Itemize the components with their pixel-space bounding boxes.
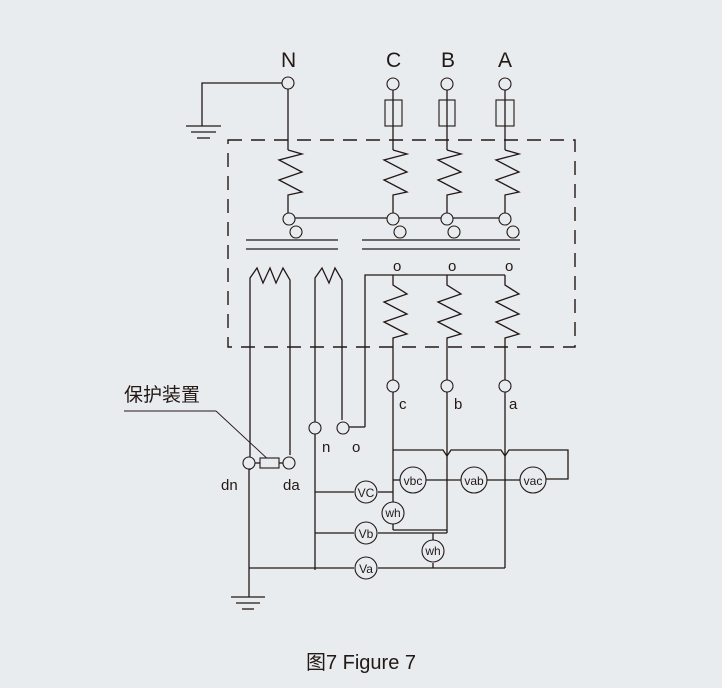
svg-text:o: o xyxy=(448,258,456,275)
terminal-N xyxy=(281,76,295,90)
label-N: N xyxy=(281,49,296,72)
secondary-coils: o o o xyxy=(364,258,521,427)
label-A: A xyxy=(498,49,512,72)
meter-vc: VC xyxy=(354,480,378,504)
meter-vbc: vbc xyxy=(399,466,427,494)
protection-resistor xyxy=(259,457,280,469)
terminal-c xyxy=(386,379,400,393)
protection-device-label: 保护装置 xyxy=(124,384,200,406)
meter-vb: Vb xyxy=(354,521,378,545)
svg-text:vbc: vbc xyxy=(404,474,423,488)
neutral-winding xyxy=(314,266,343,570)
neutral-ground xyxy=(186,82,282,139)
terminal-o xyxy=(336,421,350,435)
terminal-n xyxy=(308,421,322,435)
label-da: da xyxy=(283,477,300,494)
terminal-dn xyxy=(242,456,256,470)
label-o: o xyxy=(352,439,360,456)
meter-vac: vac xyxy=(519,466,547,494)
terminal-a xyxy=(498,379,512,393)
label-dn: dn xyxy=(221,477,238,494)
label-b: b xyxy=(454,396,462,413)
label-C: C xyxy=(386,49,401,72)
primary-coils xyxy=(277,149,522,239)
meter-wh-1: wh xyxy=(381,501,405,525)
label-B: B xyxy=(441,49,455,72)
label-n: n xyxy=(322,439,330,456)
terminal-b xyxy=(440,379,454,393)
transformer-enclosure xyxy=(227,139,576,348)
svg-text:vac: vac xyxy=(524,474,543,488)
label-c: c xyxy=(399,396,407,413)
label-a: a xyxy=(509,396,518,413)
meter-va: Va xyxy=(354,556,378,580)
svg-text:Va: Va xyxy=(359,562,373,576)
svg-text:o: o xyxy=(505,258,513,275)
meter-vab: vab xyxy=(460,466,488,494)
svg-text:Vb: Vb xyxy=(359,527,374,541)
svg-text:VC: VC xyxy=(358,486,375,500)
iron-core xyxy=(246,239,520,250)
svg-text:wh: wh xyxy=(384,506,400,520)
ground-symbol xyxy=(231,469,265,610)
svg-text:o: o xyxy=(393,258,401,275)
residual-winding xyxy=(249,266,291,470)
figure-caption: 图7 Figure 7 xyxy=(306,652,416,674)
terminal-C xyxy=(386,77,400,91)
terminal-da xyxy=(282,456,296,470)
svg-text:wh: wh xyxy=(424,544,440,558)
meter-wh-2: wh xyxy=(421,539,445,563)
terminal-B xyxy=(440,77,454,91)
svg-text:vab: vab xyxy=(464,474,484,488)
terminal-A xyxy=(498,77,512,91)
